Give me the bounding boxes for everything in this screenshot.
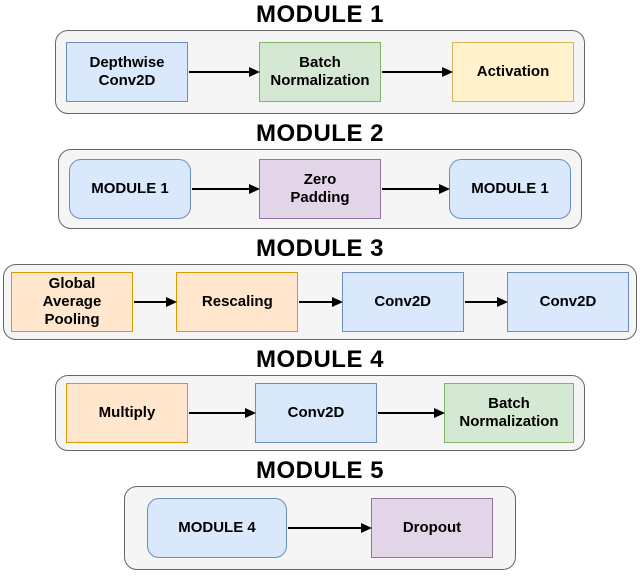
module-5-section: MODULE 5 MODULE 4 Dropout: [124, 458, 516, 570]
node-batch-normalization: Batch Normalization: [444, 383, 574, 443]
module-5-container: MODULE 4 Dropout: [124, 486, 516, 570]
node-multiply: Multiply: [66, 383, 188, 443]
node-module-4-ref: MODULE 4: [147, 498, 287, 558]
arrow-right-icon: [382, 184, 450, 194]
node-conv2d-second: Conv2D: [506, 272, 629, 332]
arrow-right-icon: [378, 408, 445, 418]
module-3-title: MODULE 3: [255, 235, 384, 262]
node-depthwise-conv2d: Depthwise Conv2D: [66, 42, 188, 102]
module-5-title: MODULE 5: [255, 457, 384, 484]
arrow-right-icon: [189, 67, 260, 77]
arrow-right-icon: [192, 184, 260, 194]
module-4-title: MODULE 4: [255, 346, 384, 373]
node-global-average-pooling: Global Average Pooling: [11, 272, 133, 332]
arrow-right-icon: [288, 523, 372, 533]
node-rescaling: Rescaling: [176, 272, 299, 332]
module-3-container: Global Average Pooling Rescaling Conv2D …: [3, 264, 637, 340]
module-1-container: Depthwise Conv2D Batch Normalization Act…: [55, 30, 585, 114]
node-module-1-ref-b: MODULE 1: [449, 159, 571, 219]
module-4-section: MODULE 4 Multiply Conv2D Batch Normaliza…: [55, 347, 585, 451]
module-4-container: Multiply Conv2D Batch Normalization: [55, 375, 585, 451]
arrow-right-icon: [382, 67, 453, 77]
arrow-right-icon: [299, 297, 344, 307]
node-module-1-ref-a: MODULE 1: [69, 159, 191, 219]
node-batch-normalization: Batch Normalization: [259, 42, 381, 102]
node-conv2d: Conv2D: [255, 383, 377, 443]
module-1-title: MODULE 1: [255, 1, 384, 28]
module-2-section: MODULE 2 MODULE 1 Zero Padding MODULE 1: [58, 121, 582, 229]
arrow-right-icon: [134, 297, 178, 307]
arrow-right-icon: [189, 408, 256, 418]
module-3-section: MODULE 3 Global Average Pooling Rescalin…: [3, 236, 637, 340]
arrow-right-icon: [464, 297, 509, 307]
node-dropout: Dropout: [371, 498, 493, 558]
module-2-container: MODULE 1 Zero Padding MODULE 1: [58, 149, 582, 229]
module-1-section: MODULE 1 Depthwise Conv2D Batch Normaliz…: [55, 2, 585, 114]
module-2-title: MODULE 2: [255, 120, 384, 147]
node-zero-padding: Zero Padding: [259, 159, 381, 219]
node-activation: Activation: [452, 42, 574, 102]
node-conv2d-first: Conv2D: [341, 272, 464, 332]
